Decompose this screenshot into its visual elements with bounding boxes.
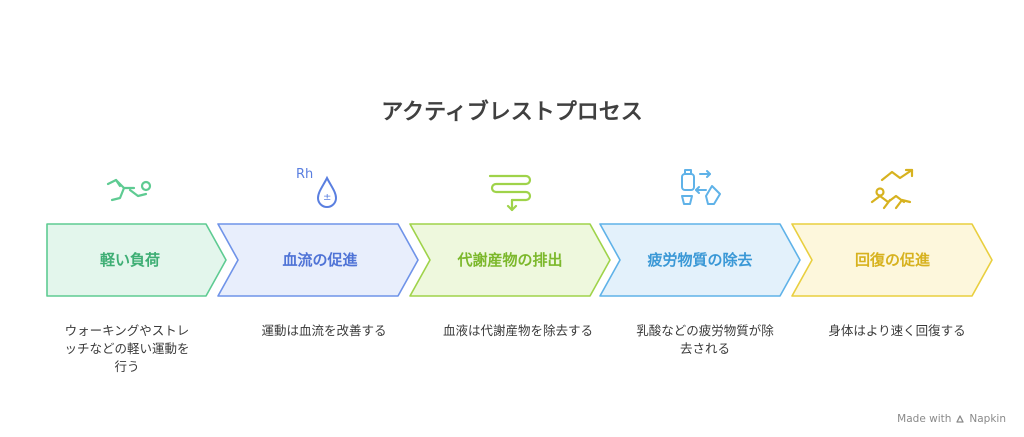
step-description-5: 身体はより速く回復する [828, 323, 966, 338]
step-label-5: 回復の促進 [854, 251, 930, 269]
rh-label: Rh [296, 167, 313, 182]
page-title: アクティブレストプロセス [381, 100, 643, 125]
napkin-logo-icon [956, 415, 965, 423]
made-with-credit: Made with Napkin [897, 413, 1006, 425]
step-description-1: ウォーキングやストレッチなどの軽い運動を行う [64, 323, 190, 374]
step-label-4: 疲労物質の除去 [647, 251, 753, 269]
step-label-2: 血流の促進 [282, 251, 358, 269]
credit-brand: Napkin [969, 413, 1006, 425]
step-shape-3 [409, 223, 611, 297]
step-description-3: 血液は代謝産物を除去する [442, 323, 593, 338]
step-shape-1 [46, 223, 227, 297]
step-shape-5 [791, 223, 993, 297]
step-label-3: 代謝産物の排出 [457, 251, 563, 269]
step-description-4: 乳酸などの疲労物質が除去される [636, 323, 774, 356]
step-description-2: 運動は血流を改善する [261, 323, 387, 338]
flow-arrow-icon [488, 174, 532, 212]
svg-text:±: ± [323, 192, 331, 203]
blood-drop-rh-icon: Rh ± [296, 167, 338, 208]
exercise-person-icon [106, 178, 152, 202]
step-shape-2 [217, 223, 419, 297]
step-label-1: 軽い負荷 [99, 251, 160, 269]
step-shape-4 [599, 223, 801, 297]
credit-text: Made with [897, 413, 952, 425]
exchange-bottles-icon [681, 169, 721, 205]
recovery-person-icon [870, 168, 914, 210]
